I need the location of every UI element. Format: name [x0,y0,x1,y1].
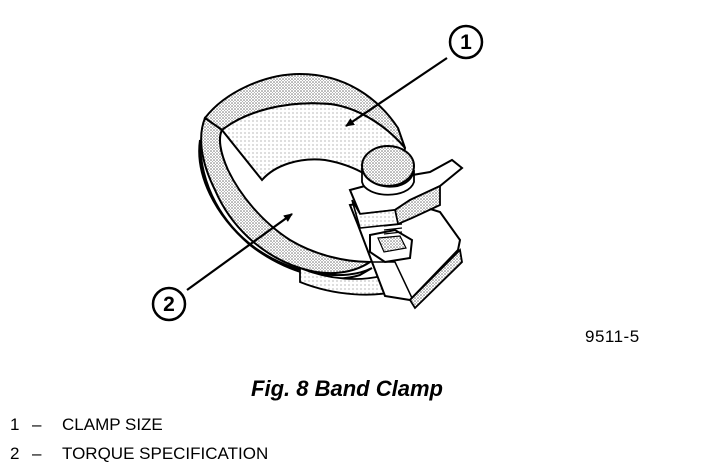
callout-2-leader [186,213,293,291]
callout-2: 2 [151,213,293,322]
callout-1: 1 [345,24,484,127]
clamp-band [198,72,407,296]
callout-2-number: 2 [163,293,175,316]
legend-item-dash: – [32,415,42,434]
figure-id: 9511-5 [585,327,640,346]
legend-item-text: TORQUE SPECIFICATION [62,444,269,463]
legend-item-clamp-size: 1– CLAMP SIZE [10,410,268,439]
figure-caption: Fig. 8 Band Clamp [251,376,443,401]
legend-item-torque-specification: 2– TORQUE SPECIFICATION [10,439,268,468]
legend: 1– CLAMP SIZE 2– TORQUE SPECIFICATION [10,410,268,468]
clamp-bolt-head [348,145,464,229]
legend-item-number: 1 [10,415,20,434]
legend-item-text: CLAMP SIZE [62,415,163,434]
callout-1-leader [345,57,448,127]
callout-1-number: 1 [460,31,472,54]
legend-item-number: 2 [10,444,20,463]
legend-item-dash: – [32,444,42,463]
